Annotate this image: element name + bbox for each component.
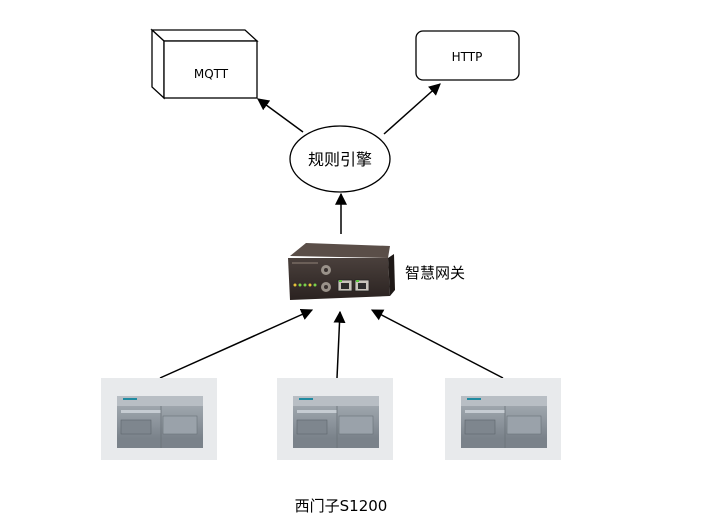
mqtt-node: MQTT: [150, 28, 259, 100]
arrow-plc1-to-gateway: [159, 308, 314, 379]
http-node: HTTP: [415, 30, 520, 81]
arrow-plc3-to-gateway: [370, 309, 504, 379]
ellipse-icon: [289, 125, 391, 193]
rounded-rect-icon: [415, 30, 520, 81]
plc-device-2: [277, 378, 393, 460]
arrow-plc2-to-gateway: [333, 310, 346, 379]
siemens-s1200-plc-icon: [445, 378, 561, 460]
plc-device-3: [445, 378, 561, 460]
plc-caption: 西门子S1200: [295, 497, 388, 515]
arrow-rules-to-http: [383, 83, 441, 135]
arrow-rules-to-mqtt: [257, 98, 304, 133]
plc-device-1: [101, 378, 217, 460]
mqtt-label: MQTT: [194, 67, 229, 81]
gateway-device-icon: [283, 236, 399, 308]
siemens-s1200-plc-icon: [277, 378, 393, 460]
siemens-s1200-plc-icon: [101, 378, 217, 460]
box-3d-icon: [150, 28, 259, 100]
rules-engine-label: 规则引擎: [308, 150, 372, 169]
http-label: HTTP: [452, 50, 483, 64]
gateway-label: 智慧网关: [405, 264, 465, 282]
rules-engine-node: 规则引擎: [289, 125, 391, 193]
gateway-node: 智慧网关: [283, 236, 465, 308]
